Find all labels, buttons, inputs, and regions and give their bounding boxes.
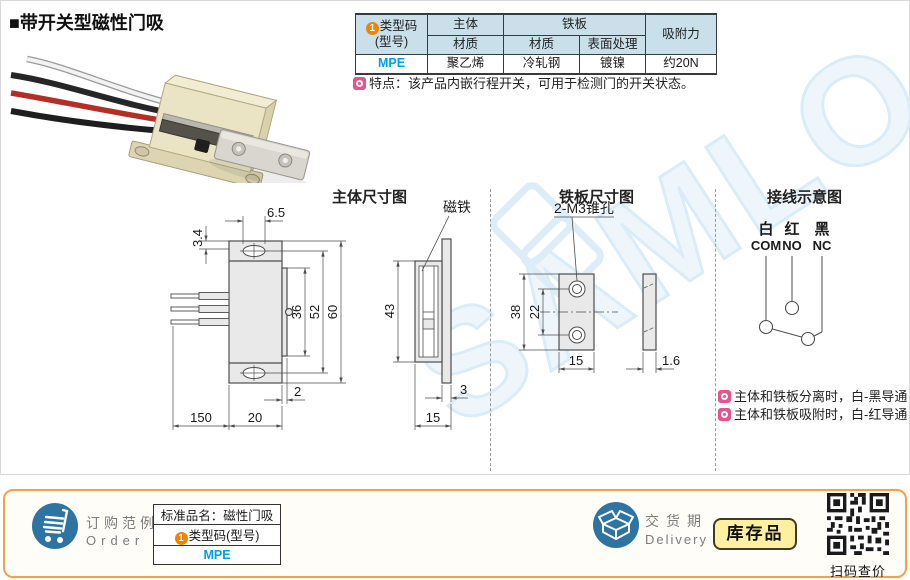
spec-col-plate: 铁板 xyxy=(503,13,646,36)
model-code: MPE xyxy=(355,54,428,75)
content-panel: ■带开关型磁性门吸 SAMLO xyxy=(0,0,910,475)
terminal-nc-code: NC xyxy=(813,238,832,253)
plate-material-value: 冷轧钢 xyxy=(503,54,580,75)
spec-col-force: 吸附力 xyxy=(645,13,717,55)
black-wire xyxy=(10,108,178,135)
dim-52: 52 xyxy=(307,305,322,319)
black-wire xyxy=(10,72,182,118)
iron-plate xyxy=(208,129,311,183)
dim-22: 22 xyxy=(527,305,542,319)
dim-20: 20 xyxy=(248,410,262,425)
countersunk-hole-label: 2-M3锥孔 xyxy=(554,200,614,216)
com-contact xyxy=(758,319,774,335)
dim-2: 2 xyxy=(294,384,301,399)
dim-1-6: 1.6 xyxy=(662,353,680,368)
qr-block: 扫码查价 xyxy=(825,493,891,580)
stock-item-badge: 库存品 xyxy=(713,518,797,550)
number-1-badge-icon: 1 xyxy=(365,21,379,35)
section-title-plate-dims: 铁板尺寸图 xyxy=(559,189,635,206)
ring-marker-icon xyxy=(718,408,731,421)
standard-name-row: 标准品名：磁性门吸 xyxy=(153,504,281,525)
terminal-com-code: COM xyxy=(751,238,781,253)
dim-15: 15 xyxy=(569,353,583,368)
force-value: 约20N xyxy=(645,54,717,75)
dim-38: 38 xyxy=(508,305,523,319)
spec-subcol-material: 材质 xyxy=(503,35,580,55)
spec-subcol-surface: 表面处理 xyxy=(579,35,646,55)
section-title-wiring: 接线示意图 xyxy=(767,189,843,206)
terminal-no-code: NO xyxy=(782,238,802,253)
ring-marker-icon xyxy=(353,77,366,90)
terminal-white-label: 白 xyxy=(758,220,773,238)
section-title-main-dims: 主体尺寸图 xyxy=(332,189,408,206)
section-divider xyxy=(715,189,716,471)
spec-data-row: MPE 聚乙烯 冷轧钢 镀镍 约20N xyxy=(355,54,717,75)
order-example-label: 订购范例 xyxy=(86,515,158,531)
dim-60: 60 xyxy=(325,305,340,319)
front-view-body xyxy=(228,240,283,384)
wiring-diagram: 白 红 黑 COM NO NC xyxy=(751,220,832,347)
plate-dimension-drawing: 2-M3锥孔 38 22 15 1.6 xyxy=(508,200,680,373)
dim-3-4: 3.4 xyxy=(190,229,205,247)
surface-value: 镀镍 xyxy=(579,54,646,75)
switch-plunger xyxy=(194,138,210,153)
spec-subcol-material: 材质 xyxy=(427,35,504,55)
lead-wires xyxy=(170,292,230,326)
page-title: ■带开关型磁性门吸 xyxy=(9,13,164,33)
body-material-value: 聚乙烯 xyxy=(427,54,504,75)
delivery-label: 交货期 xyxy=(645,513,708,529)
no-contact xyxy=(784,300,800,316)
side-view-flange xyxy=(441,238,452,384)
dim-150: 150 xyxy=(190,410,212,425)
dim-3: 3 xyxy=(460,382,467,397)
dim-15: 15 xyxy=(426,410,440,425)
magnet-label: 磁铁 xyxy=(443,199,471,215)
dim-36: 36 xyxy=(289,305,304,319)
wiring-note-attached: 主体和铁板吸附时，白-红导通 xyxy=(718,404,907,423)
wiring-note-separated: 主体和铁板分离时，白-黑导通 xyxy=(718,386,907,405)
section-divider xyxy=(490,189,491,471)
spec-col-body: 主体 xyxy=(427,13,504,36)
delivery-box-icon xyxy=(593,502,639,548)
dim-43: 43 xyxy=(382,304,397,318)
ring-marker-icon xyxy=(718,390,731,403)
main-dimension-drawing: 6.5 3.4 36 52 60 2 150 20 磁铁 xyxy=(170,199,471,430)
product-photo xyxy=(10,55,311,183)
qr-caption: 扫码查价 xyxy=(829,564,886,579)
cart-icon xyxy=(32,503,78,549)
terminal-red-label: 红 xyxy=(784,220,799,238)
delivery-label-en: Delivery xyxy=(645,532,708,547)
number-1-badge-icon: 1 xyxy=(174,532,188,545)
dim-6-5: 6.5 xyxy=(267,205,285,220)
qr-code xyxy=(827,493,889,555)
order-example-label-en: Order xyxy=(86,533,145,548)
terminal-black-label: 黑 xyxy=(814,221,829,238)
nc-contact xyxy=(800,331,816,347)
model-code-row: MPE xyxy=(153,545,281,565)
feature-note: 特点：该产品内嵌行程开关，可用于检测门的开关状态。 xyxy=(353,73,694,92)
